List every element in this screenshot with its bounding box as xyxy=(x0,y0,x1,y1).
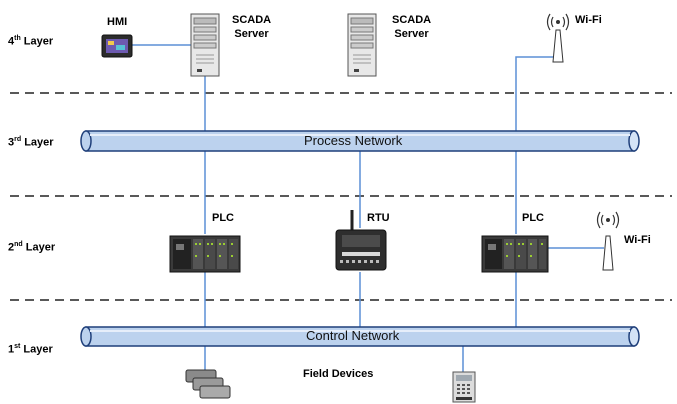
rtu-label: RTU xyxy=(367,212,390,224)
layer-label-1: 1st Layer xyxy=(8,343,53,356)
control-network-label: Control Network xyxy=(306,328,400,343)
scada-server-2-icon xyxy=(347,13,377,77)
plc-right-label: PLC xyxy=(522,212,544,224)
scada-server-1-icon xyxy=(190,13,220,77)
layer-label-4: 4th Layer xyxy=(8,35,54,48)
keypad-device-icon xyxy=(452,371,476,403)
plc-left-label: PLC xyxy=(212,212,234,224)
control-network-pipe xyxy=(80,326,640,347)
wifi-mid-label: Wi-Fi xyxy=(624,234,651,246)
wifi-antenna-mid-icon xyxy=(596,211,620,271)
plc-right-icon xyxy=(481,235,549,273)
hmi-panel-icon xyxy=(101,34,133,58)
connection-wires xyxy=(131,44,604,372)
plc-left-icon xyxy=(169,235,241,273)
layer-label-3: 3rd Layer xyxy=(8,136,54,149)
wifi-antenna-top-icon xyxy=(546,13,570,63)
wifi-top-label: Wi-Fi xyxy=(575,14,602,26)
layer-label-2: 2nd Layer xyxy=(8,241,56,254)
hmi-label: HMI xyxy=(107,16,128,28)
wire-wifi-top-process xyxy=(515,52,559,131)
process-network-pipe xyxy=(80,130,640,152)
field-devices-stack-icon xyxy=(185,369,231,399)
process-network-label: Process Network xyxy=(304,133,403,148)
field-devices-label: Field Devices xyxy=(303,368,374,380)
rtu-icon xyxy=(335,210,387,271)
